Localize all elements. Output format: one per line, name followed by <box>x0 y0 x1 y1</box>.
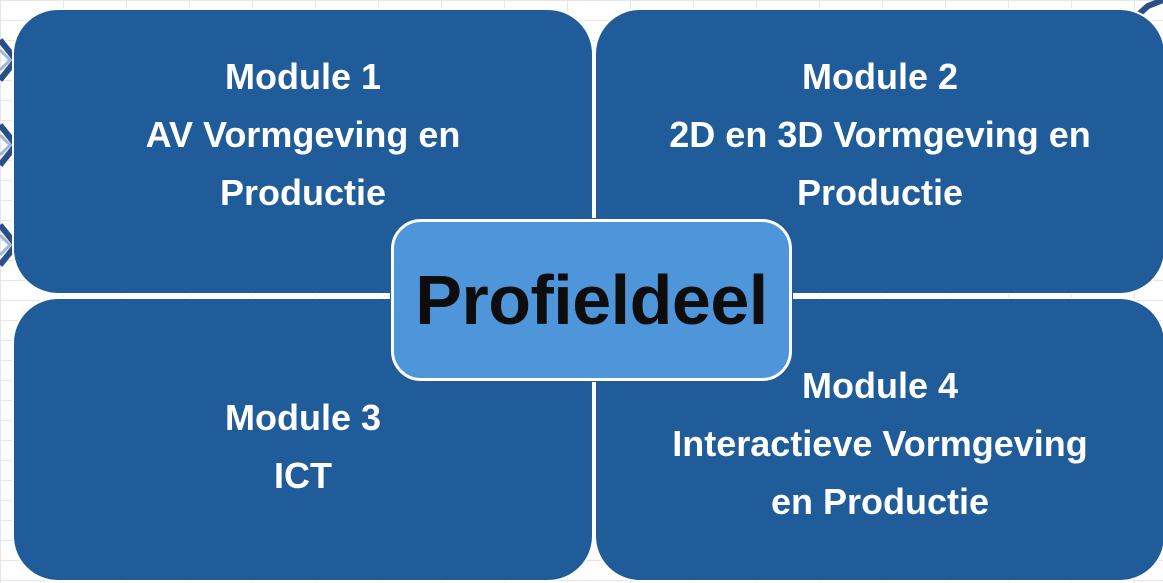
module-1-title: Module 1 <box>224 56 381 97</box>
module-3-name-line-1: ICT <box>274 455 332 496</box>
module-4-title: Module 4 <box>801 365 958 406</box>
center-label: Profieldeel <box>415 261 768 339</box>
module-1-name-line-1: AV Vormgeving en <box>145 114 461 155</box>
module-2-name-line-2: Productie <box>796 172 964 213</box>
profieldeel-center-box[interactable]: Profieldeel <box>391 219 792 381</box>
module-1-name-line-2: Productie <box>219 172 387 213</box>
module-4-name-line-1: Interactieve Vormgeving <box>672 423 1088 464</box>
module-4-name-line-2: en Productie <box>770 481 990 522</box>
module-2-title: Module 2 <box>801 56 958 97</box>
module-2-name-line-1: 2D en 3D Vormgeving en <box>669 114 1091 155</box>
module-3-title: Module 3 <box>224 397 381 438</box>
